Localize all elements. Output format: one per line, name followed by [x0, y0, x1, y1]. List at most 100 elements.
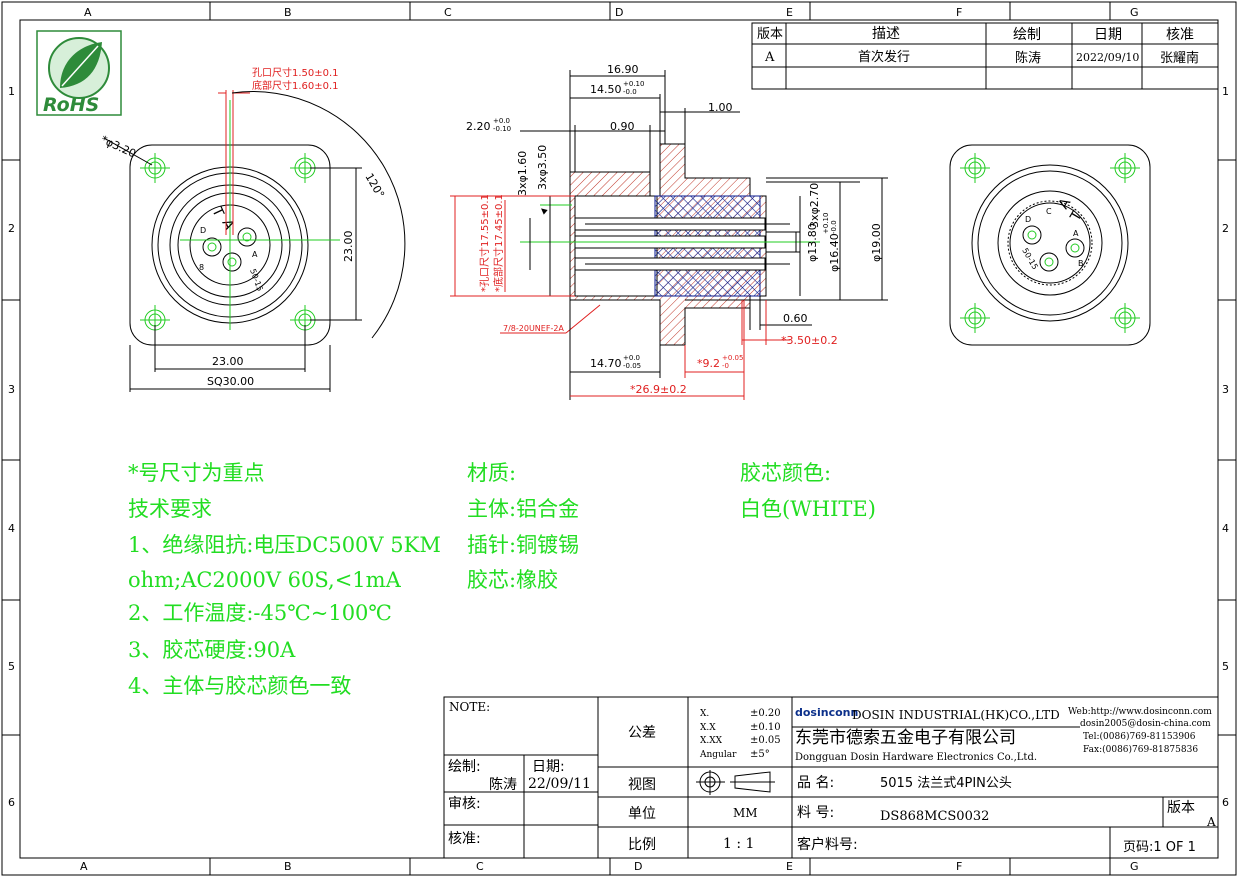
dim-hole-17-55: *孔口尺寸17.55±0.1 — [478, 194, 491, 292]
tol-xx-value: ±0.10 — [750, 722, 781, 733]
rev-row-desc: 首次发行 — [858, 49, 910, 65]
page-number: 页码:1 OF 1 — [1123, 840, 1196, 855]
zone-col-g-top: G — [1130, 6, 1139, 19]
company-en-2: Dongguan Dosin Hardware Electronics Co.,… — [795, 752, 1037, 763]
rev-row-drawn: 陈涛 — [1015, 50, 1041, 66]
zone-row-1-left: 1 — [8, 85, 15, 98]
material-title: 材质: — [467, 461, 516, 485]
company-tel: Tel:(0086)769-81153906 — [1083, 731, 1196, 742]
zone-row-2-right: 2 — [1222, 222, 1229, 235]
dim-sq30: SQ30.00 — [207, 375, 254, 388]
rear-insert-text: 50-15 — [1020, 247, 1039, 272]
rear-view: C D A B A T 50-15 — [949, 144, 1151, 346]
zone-row-5-left: 5 — [8, 660, 15, 673]
dim-3x2-70: 3xφ2.70 — [808, 183, 821, 228]
rohs-logo: RoHS — [36, 30, 122, 116]
dim-0-60: 0.60 — [783, 312, 808, 325]
rev-header-version: 版本 — [757, 27, 783, 42]
rev-header-desc: 描述 — [872, 26, 900, 42]
front-pin-label-a: A — [218, 217, 237, 233]
version-label: 版本 — [1167, 800, 1195, 816]
note-key-dims: *号尺寸为重点 — [128, 461, 265, 485]
part-label: 料 号: — [797, 805, 834, 821]
dim-14-70-tol-up: +0.0 — [623, 354, 640, 362]
version-value: A — [1206, 815, 1216, 829]
tol-angle-label: Angular — [699, 750, 737, 760]
projection-symbol-icon — [696, 770, 775, 795]
rev-header-date: 日期 — [1094, 27, 1122, 43]
zone-labels: A B C D E F G A B C D E F G 1 2 3 4 5 6 … — [8, 6, 1229, 873]
approve-label: 核准: — [448, 831, 481, 847]
rev-row-date: 2022/09/10 — [1076, 51, 1139, 64]
insert-color-title: 胶芯颜色: — [740, 461, 831, 485]
zone-row-4-left: 4 — [8, 522, 15, 535]
part-number: DS868MCS0032 — [880, 809, 989, 824]
dim-16-40-tol-up: +0.10 — [822, 213, 830, 234]
tol-x-label: X. — [700, 709, 709, 719]
dim-16-40-tol-dn: -0.0 — [830, 220, 838, 234]
thread-callout: 7/8-20UNEF-2A — [503, 324, 564, 333]
drawn-label: 绘制: — [448, 759, 481, 775]
rev-row-version: A — [764, 50, 775, 65]
rev-header-drawn: 绘制 — [1013, 27, 1041, 43]
front-insert-text: 50-15 — [248, 268, 264, 293]
scale-label: 比例 — [628, 837, 656, 853]
tol-x-value: ±0.20 — [750, 708, 781, 719]
dim-2-20-tol-dn: -0.10 — [493, 125, 511, 133]
front-hole-dim: 孔口尺寸1.50±0.1 — [252, 66, 339, 79]
dim-26-9: *26.9±0.2 — [630, 383, 687, 396]
zone-col-e-bottom: E — [786, 860, 793, 873]
rear-pin-label-b: B — [1078, 259, 1084, 268]
inner-frame — [19, 19, 1219, 859]
insert-color-value: 白色(WHITE) — [740, 497, 876, 521]
material-body: 主体:铝合金 — [467, 497, 579, 521]
product-name: 5015 法兰式4PIN公头 — [880, 776, 1012, 791]
section-note: ▲ — [538, 204, 549, 215]
zone-row-5-right: 5 — [1222, 660, 1229, 673]
zone-col-e-top: E — [786, 6, 793, 19]
rear-pin-label-a: A — [1073, 229, 1079, 238]
rear-flange-square — [949, 144, 1151, 346]
company-email: dosin2005@dosin-china.com — [1080, 719, 1211, 729]
dim-9-2-tol-up: +0.05 — [722, 354, 743, 362]
zone-col-b-top: B — [284, 6, 292, 19]
zone-col-a-top: A — [84, 6, 92, 19]
brand-logo: dosinconn — [795, 706, 858, 719]
zone-row-1-right: 1 — [1222, 85, 1229, 98]
dim-2-20-tol-up: +0.0 — [493, 117, 510, 125]
rear-pins — [1022, 225, 1085, 272]
front-bottom-dim: 底部尺寸1.60±0.1 — [252, 79, 339, 92]
company-web: Web:http://www.dosinconn.com — [1068, 707, 1212, 717]
rear-pin-label-c: C — [1046, 207, 1052, 216]
company-cn: 东莞市德索五金电子有限公司 — [795, 728, 1016, 748]
rear-pin-label-d: D — [1025, 215, 1031, 224]
company-fax: Fax:(0086)769-81875836 — [1083, 744, 1198, 755]
zone-row-2-left: 2 — [8, 222, 15, 235]
note-label: NOTE: — [449, 700, 490, 714]
view-label: 视图 — [628, 777, 656, 793]
rear-mount-holes — [960, 153, 1140, 333]
note-insulation-2: ohm;AC2000V 60S,<1mA — [128, 568, 402, 592]
note-color-match: 4、主体与胶芯颜色一致 — [128, 674, 351, 698]
unit-label: 单位 — [628, 806, 656, 822]
dim-1-00: 1.00 — [708, 101, 733, 114]
tol-xx-label: X.X — [700, 723, 716, 733]
rev-row-approve: 张耀南 — [1160, 50, 1199, 66]
note-tech-req: 技术要求 — [128, 497, 212, 521]
front-pin-label-a2: A — [252, 250, 258, 259]
zone-row-3-left: 3 — [8, 383, 15, 396]
zone-col-c-top: C — [444, 6, 452, 19]
tol-angle-value: ±5° — [750, 749, 770, 760]
dim-3x3-50: 3xφ3.50 — [536, 145, 549, 190]
note-temperature: 2、工作温度:-45℃~100℃ — [128, 601, 392, 625]
rev-header-approve: 核准 — [1166, 27, 1194, 43]
front-pin-label-8: 8 — [199, 263, 204, 272]
customer-part-label: 客户料号: — [797, 836, 858, 853]
title-block: NOTE: 绘制: 陈涛 日期: 22/09/11 审核: 核准: 公差 X. … — [443, 696, 1219, 859]
dim-2-20: 2.20 — [466, 120, 491, 133]
dim-bottom-17-45: *底部尺寸17.45±0.1 — [492, 194, 505, 292]
dim-16-90: 16.90 — [607, 63, 639, 76]
dim-14-70-tol-dn: -0.05 — [623, 362, 641, 370]
dim-3x1-60: 3xφ1.60 — [516, 151, 529, 196]
